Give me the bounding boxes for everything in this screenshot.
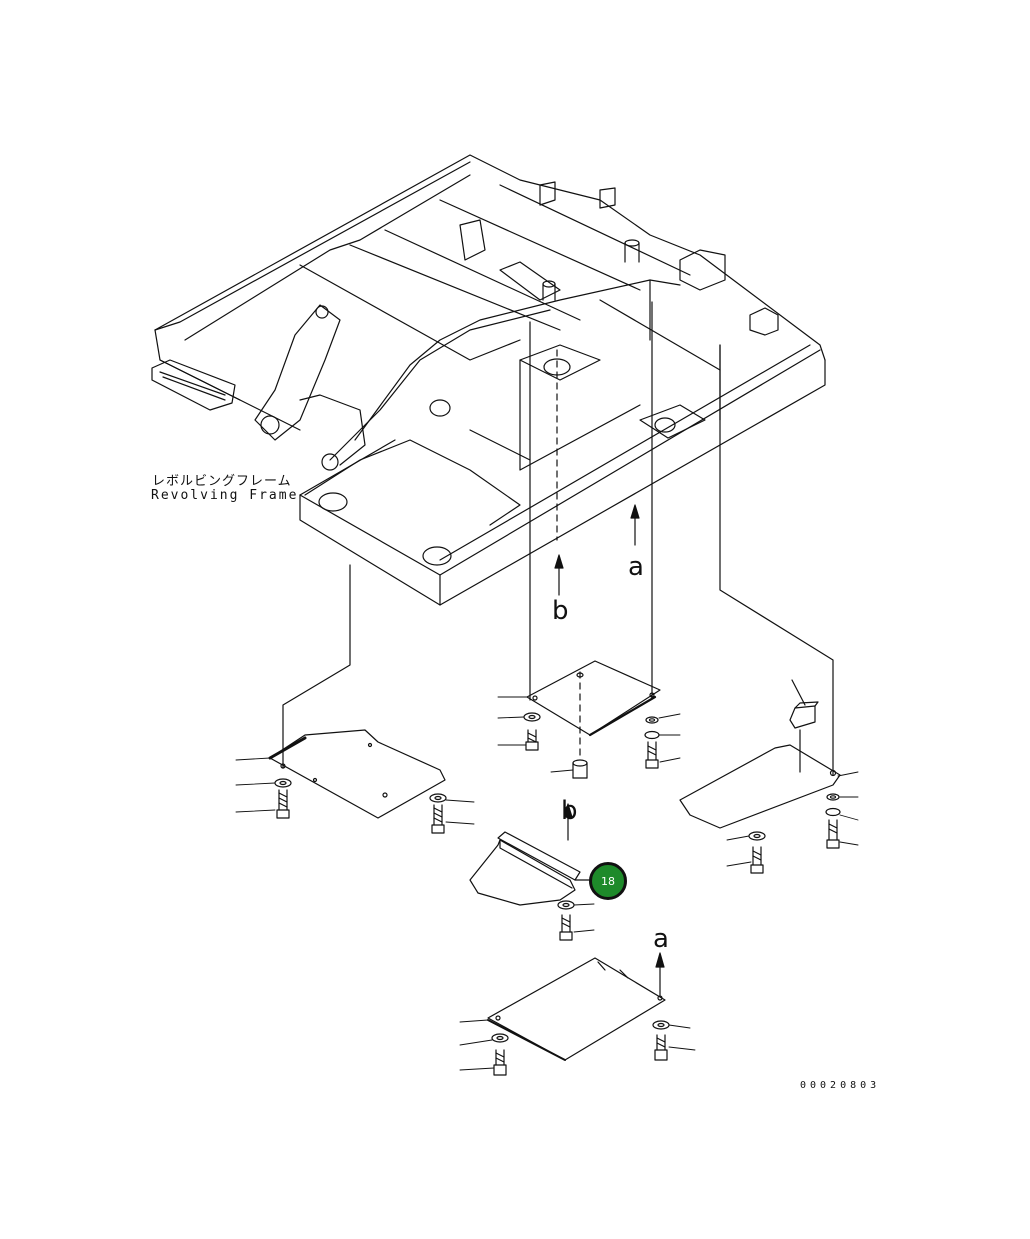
arrow-label-b-lower: b — [561, 796, 578, 826]
cover-plate-right — [679, 679, 841, 829]
cover-plate-bottom — [487, 957, 666, 1061]
cover-plate-left — [268, 729, 446, 819]
part-leader-lines — [235, 696, 859, 1071]
leader-lines — [282, 301, 834, 776]
frame-label-jp: レボルビングフレーム — [152, 474, 292, 489]
direction-arrows — [554, 504, 665, 996]
frame-label-en: Revolving Frame — [151, 488, 299, 503]
flap-cover — [469, 831, 593, 906]
bolts-and-washers — [274, 712, 841, 1076]
drawing-number: 00020803 — [800, 1080, 881, 1091]
revolving-frame — [151, 154, 826, 606]
cover-plate-center — [526, 660, 661, 737]
arrow-label-b: b — [552, 596, 569, 626]
arrow-label-a: a — [628, 552, 644, 582]
part-callout-18[interactable]: 18 — [589, 862, 627, 900]
arrow-label-a-lower: a — [653, 924, 669, 954]
